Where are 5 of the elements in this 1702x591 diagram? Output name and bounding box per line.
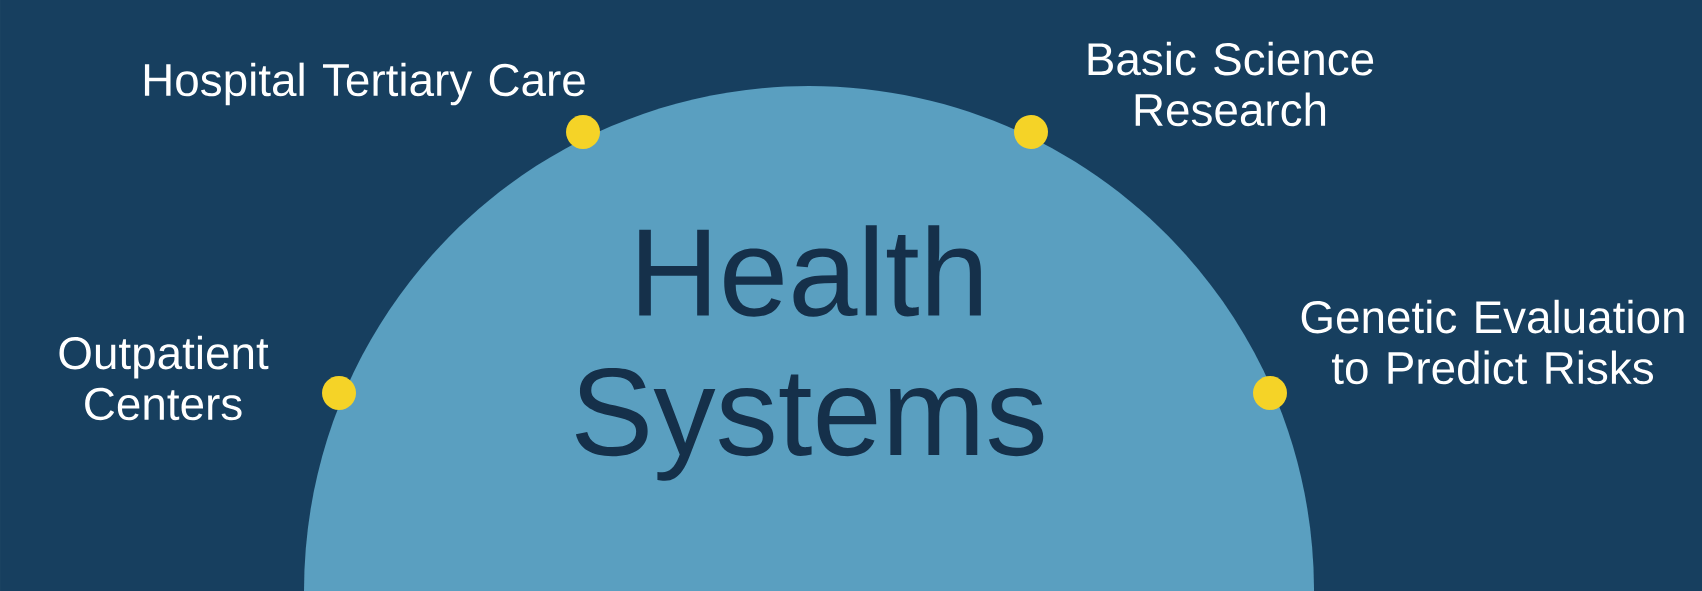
node-label: Hospital Tertiary Care [144, 62, 585, 106]
node-label: Genetic Evaluation to Predict Risks [1301, 299, 1684, 385]
title-text: Health Systems [575, 225, 1044, 481]
node-label: Outpatient Centers [59, 335, 269, 421]
node-label: Basic Science Research [1088, 41, 1374, 127]
